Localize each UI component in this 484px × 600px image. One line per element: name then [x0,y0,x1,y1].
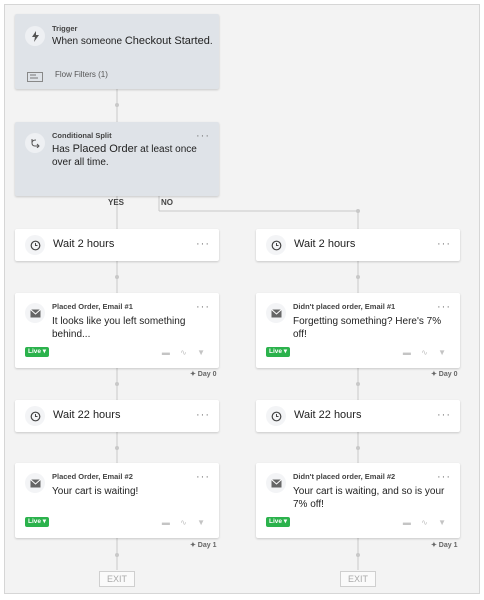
envelope-icon [266,303,286,323]
conditional-split-card[interactable]: Conditional Split ··· Has Placed Order a… [15,122,219,196]
split-icon [25,133,45,153]
wait-label: Wait 22 hours [53,409,121,421]
live-status-badge[interactable]: Live ▾ [266,517,291,527]
envelope-icon [266,473,286,493]
email-card-left-2[interactable]: Placed Order, Email #2 ··· Your cart is … [15,463,219,538]
wait-menu-icon[interactable]: ··· [196,409,210,421]
email-title: Placed Order, Email #2 [52,472,133,481]
clock-icon [266,235,286,255]
wait-label: Wait 2 hours [294,238,356,250]
wait-card-right-1[interactable]: Wait 2 hours ··· [256,229,460,261]
email-menu-icon[interactable]: ··· [437,301,451,313]
email-subject: It looks like you left something behind.… [52,316,186,340]
envelope-icon [25,303,45,323]
split-type-label: Conditional Split [52,131,112,140]
day-label: ✦ Day 0 [190,371,217,378]
live-status-badge[interactable]: Live ▾ [266,347,291,357]
lightning-icon [25,26,45,46]
clock-icon [266,406,286,426]
wait-label: Wait 22 hours [294,409,362,421]
email-subject: Your cart is waiting, and so is your 7% … [293,486,445,510]
day-label: ✦ Day 1 [190,542,217,549]
wait-card-left-1[interactable]: Wait 2 hours ··· [15,229,219,261]
email-card-left-1[interactable]: Placed Order, Email #1 ··· It looks like… [15,293,219,368]
email-menu-icon[interactable]: ··· [196,471,210,483]
email-action-icons[interactable]: ▬ ∿ ▼ [161,518,209,527]
wait-label: Wait 2 hours [53,238,115,250]
no-branch-label: NO [161,198,173,207]
yes-branch-label: YES [108,198,125,207]
clock-icon [25,406,45,426]
wait-menu-icon[interactable]: ··· [196,238,210,250]
clock-icon [25,235,45,255]
filter-icon [27,72,43,82]
email-action-icons[interactable]: ▬ ∿ ▼ [402,348,450,357]
exit-node-left: EXIT [99,571,135,587]
wait-card-right-2[interactable]: Wait 22 hours ··· [256,400,460,432]
trigger-card[interactable]: Trigger When someone Checkout Started. F… [15,14,219,89]
trigger-description: When someone Checkout Started. [52,35,213,47]
email-subject: Forgetting something? Here's 7% off! [293,316,442,340]
email-card-right-1[interactable]: Didn't placed order, Email #1 ··· Forget… [256,293,460,368]
wait-menu-icon[interactable]: ··· [437,409,451,421]
email-menu-icon[interactable]: ··· [196,301,210,313]
split-menu-icon[interactable]: ··· [196,130,210,142]
email-action-icons[interactable]: ▬ ∿ ▼ [402,518,450,527]
email-subject: Your cart is waiting! [52,486,139,497]
live-status-badge[interactable]: Live ▾ [25,347,50,357]
wait-menu-icon[interactable]: ··· [437,238,451,250]
live-status-badge[interactable]: Live ▾ [25,517,50,527]
email-card-right-2[interactable]: Didn't placed order, Email #2 ··· Your c… [256,463,460,538]
email-title: Didn't placed order, Email #1 [293,302,396,311]
email-action-icons[interactable]: ▬ ∿ ▼ [161,348,209,357]
day-label: ✦ Day 0 [431,371,458,378]
flow-filters-link[interactable]: Flow Filters (1) [55,70,108,79]
wait-card-left-2[interactable]: Wait 22 hours ··· [15,400,219,432]
envelope-icon [25,473,45,493]
exit-node-right: EXIT [340,571,376,587]
split-description: Has Placed Order at least once over all … [52,143,197,168]
email-title: Didn't placed order, Email #2 [293,472,396,481]
email-title: Placed Order, Email #1 [52,302,133,311]
email-menu-icon[interactable]: ··· [437,471,451,483]
trigger-type-label: Trigger [52,24,78,33]
day-label: ✦ Day 1 [431,542,458,549]
